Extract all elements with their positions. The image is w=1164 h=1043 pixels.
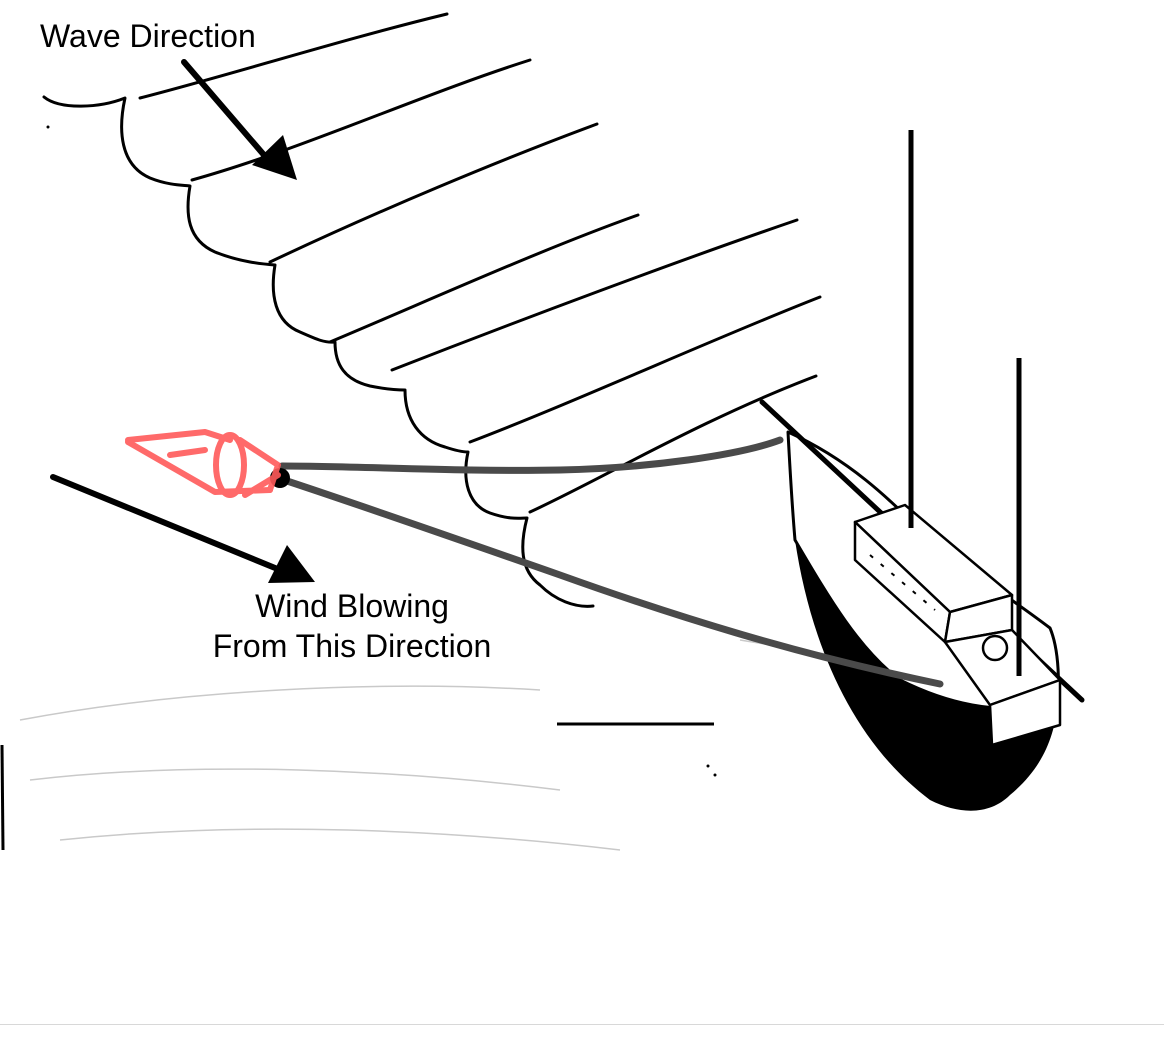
boat-cabin (853, 503, 1062, 747)
wave-direction-arrow (181, 59, 297, 180)
wave-direction-label: Wave Direction (40, 18, 256, 54)
sailboat-icon (759, 130, 1085, 811)
wave-line (328, 213, 640, 344)
wave-line (468, 295, 822, 444)
rode-upper (278, 436, 784, 474)
drogue-rode (278, 436, 944, 688)
edge-mark (0, 744, 5, 851)
water-surface (19, 639, 901, 851)
wind-direction-arrow (50, 474, 315, 583)
wave-line (138, 12, 449, 100)
wind-label-line-1: Wind Blowing (255, 588, 449, 624)
ink-dot (706, 764, 710, 768)
ink-dot (46, 125, 50, 129)
bottom-divider (0, 1024, 1164, 1025)
rode-lower (280, 476, 944, 688)
wave-line (528, 374, 818, 514)
wave-lines (138, 12, 822, 514)
boat-porthole (981, 634, 1009, 662)
wind-direction-label: Wind Blowing From This Direction (196, 586, 508, 666)
sea-anchor-cone-icon (125, 429, 281, 498)
wave-line (190, 58, 532, 182)
wave-edge (42, 95, 595, 608)
wind-label-line-2: From This Direction (212, 628, 492, 664)
wave-line (268, 122, 599, 264)
ink-dot (713, 773, 717, 777)
wave-line (390, 218, 799, 372)
